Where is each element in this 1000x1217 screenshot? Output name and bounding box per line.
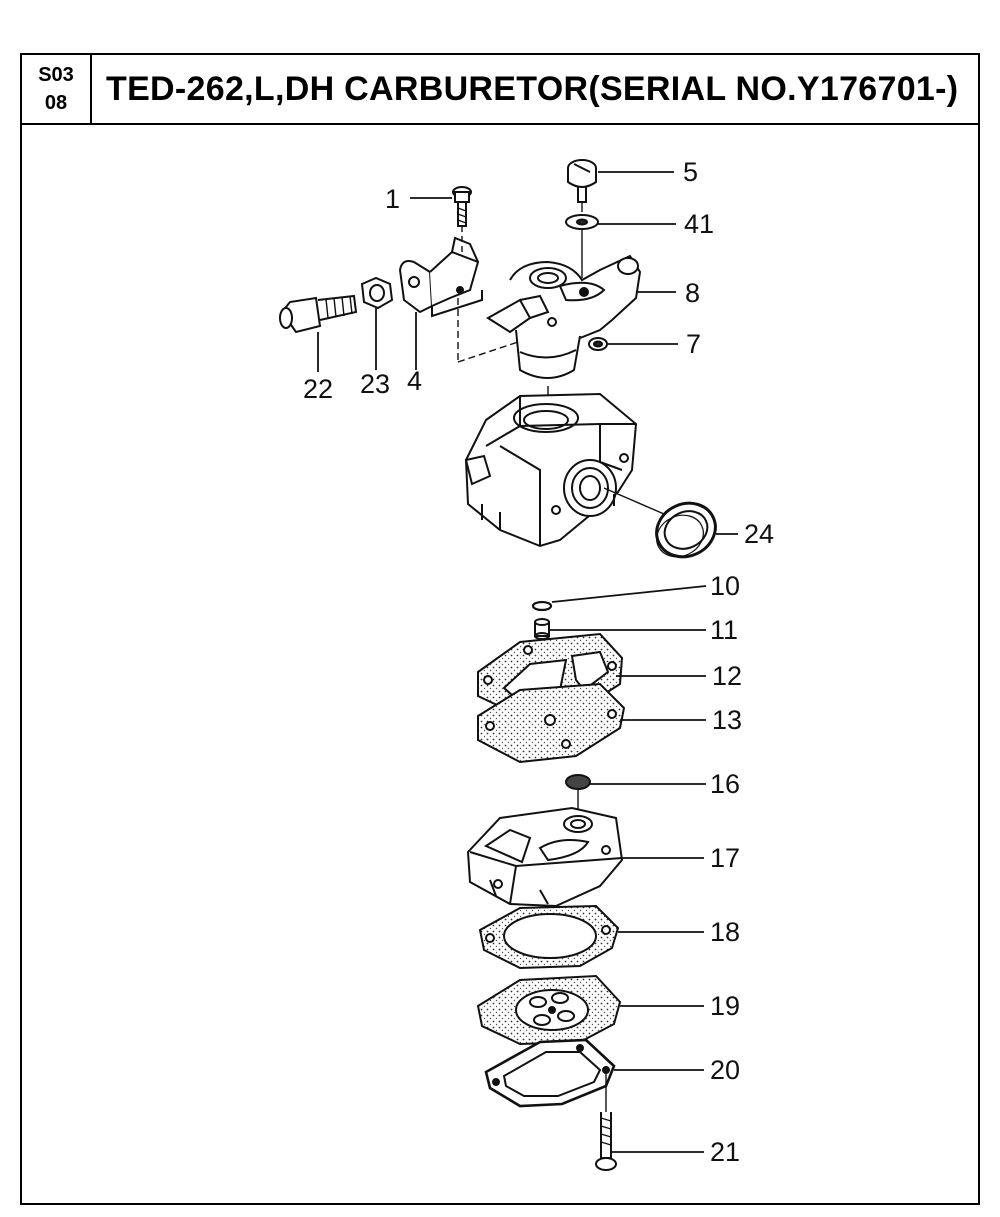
part-screw-1	[452, 186, 472, 227]
label-part-16: 16	[710, 769, 740, 799]
label-part-13: 13	[712, 705, 742, 735]
section-code: S03 08	[22, 55, 92, 123]
part-seal-24	[655, 501, 717, 559]
part-nut-23	[360, 276, 394, 310]
part-labels: 1 5 41 8 7 22 23 4 24 10 11 12 13 16 17 …	[303, 157, 774, 1167]
label-part-41: 41	[684, 209, 714, 239]
part-diaphragm-19	[476, 974, 622, 1046]
label-part-4: 4	[407, 366, 422, 396]
label-part-20: 20	[710, 1055, 740, 1085]
part-oring-10	[531, 600, 553, 612]
part-gasket-13	[477, 682, 626, 764]
label-part-19: 19	[710, 991, 740, 1021]
part-carburetor-body	[464, 392, 638, 548]
part-pump-body-17	[466, 806, 624, 908]
label-part-5: 5	[683, 157, 698, 187]
part-washer-41	[565, 214, 599, 230]
label-part-12: 12	[712, 661, 742, 691]
label-part-17: 17	[710, 843, 740, 873]
leader-lines	[317, 171, 738, 1153]
part-cover-20	[484, 1038, 616, 1108]
part-plug-7	[588, 337, 608, 351]
page-title: TED-262,L,DH CARBURETOR(SERIAL NO.Y17670…	[106, 69, 959, 108]
label-part-10: 10	[710, 571, 740, 601]
label-part-1: 1	[385, 184, 400, 214]
part-lever-4	[398, 236, 483, 318]
label-part-23: 23	[360, 369, 390, 399]
part-screw-5	[567, 159, 597, 203]
section-code-line2: 08	[44, 92, 68, 114]
part-throttle-assembly-8	[486, 254, 642, 379]
label-part-8: 8	[685, 278, 700, 308]
header-bar: S03 08 TED-262,L,DH CARBURETOR(SERIAL NO…	[22, 55, 978, 125]
label-part-18: 18	[710, 917, 740, 947]
label-part-11: 11	[710, 615, 738, 645]
part-gasket-18	[478, 904, 620, 970]
label-part-21: 21	[710, 1137, 740, 1167]
part-screw-21	[595, 1112, 617, 1171]
label-part-24: 24	[744, 519, 774, 549]
page-frame: S03 08 TED-262,L,DH CARBURETOR(SERIAL NO…	[20, 53, 980, 1205]
part-needle-11	[534, 618, 550, 640]
part-screw-22	[279, 294, 358, 334]
label-part-7: 7	[686, 329, 701, 359]
section-code-line1: S03	[38, 64, 74, 86]
label-part-22: 22	[303, 374, 333, 404]
part-screen-16	[565, 774, 591, 814]
